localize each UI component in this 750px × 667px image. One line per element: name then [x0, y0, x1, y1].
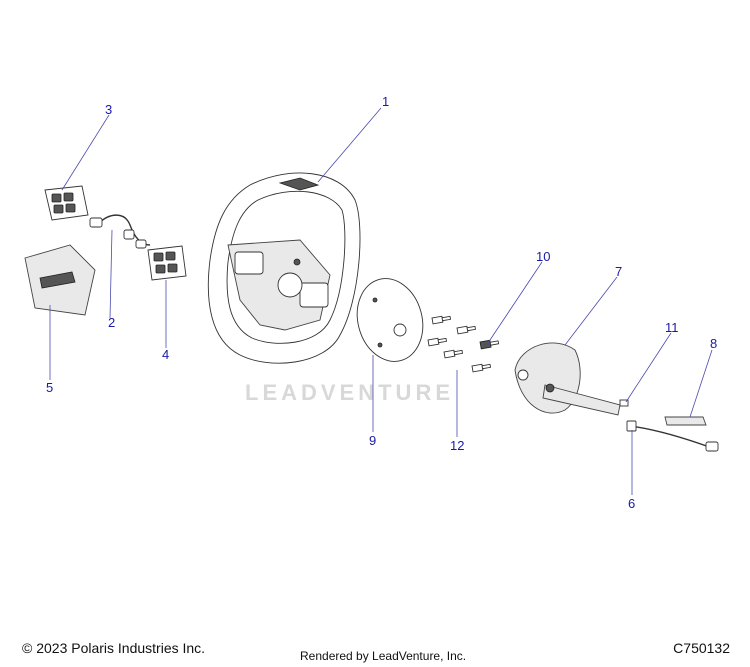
wiring-harness — [89, 214, 151, 249]
callout-2: 2 — [108, 315, 115, 330]
callout-6: 6 — [628, 496, 635, 511]
callout-11: 11 — [665, 320, 679, 335]
left-switch-pod — [44, 185, 89, 221]
leader-lines — [49, 107, 713, 495]
copyright-text: © 2023 Polaris Industries Inc. — [22, 640, 206, 656]
hub-plate — [356, 278, 424, 362]
diagram-code: C750132 — [673, 640, 730, 656]
bracket — [664, 416, 707, 426]
callout-3: 3 — [105, 102, 112, 117]
callout-5: 5 — [46, 380, 53, 395]
callout-8: 8 — [710, 336, 717, 351]
steering-wheel — [207, 172, 361, 364]
callout-9: 9 — [369, 433, 376, 448]
steering-cover — [24, 244, 96, 316]
callout-10: 10 — [536, 249, 550, 264]
callout-12: 12 — [450, 438, 464, 453]
callout-1: 1 — [382, 94, 389, 109]
callout-7: 7 — [615, 264, 622, 279]
callout-4: 4 — [162, 347, 169, 362]
right-switch-pod — [147, 245, 187, 281]
watermark: LEADVENTURE — [245, 380, 455, 405]
column-cable — [626, 420, 719, 452]
callout-labels: 1 2 3 4 5 6 7 8 9 10 11 12 — [46, 94, 717, 511]
clip — [619, 399, 629, 407]
bolts — [427, 315, 500, 373]
rendered-by-text: Rendered by LeadVenture, Inc. — [300, 649, 467, 663]
steering-column — [514, 342, 621, 416]
